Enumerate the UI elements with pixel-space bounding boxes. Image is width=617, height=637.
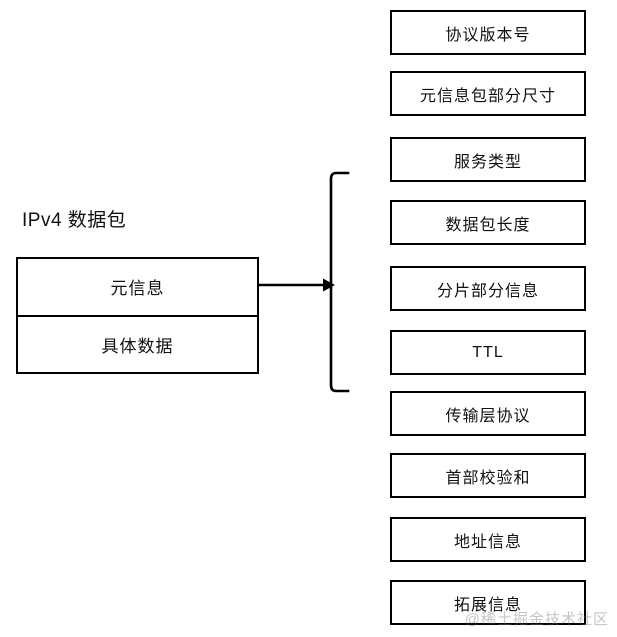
field-label: TTL bbox=[472, 343, 504, 361]
page-title: IPv4 数据包 bbox=[22, 210, 127, 231]
field-box-protocol-version[interactable]: 协议版本号 bbox=[390, 10, 586, 55]
field-label: 地址信息 bbox=[453, 533, 522, 551]
packet-cell-meta: 元信息 bbox=[18, 259, 257, 317]
field-label: 传输层协议 bbox=[445, 407, 531, 425]
field-label: 服务类型 bbox=[453, 153, 522, 171]
field-box-ttl[interactable]: TTL bbox=[390, 330, 586, 375]
field-box-fragment-info[interactable]: 分片部分信息 bbox=[390, 266, 586, 311]
field-box-packet-length[interactable]: 数据包长度 bbox=[390, 200, 586, 245]
ipv4-packet-box: 元信息 具体数据 bbox=[16, 257, 259, 374]
field-label: 首部校验和 bbox=[445, 469, 531, 487]
field-box-header-length[interactable]: 元信息包部分尺寸 bbox=[390, 71, 586, 116]
field-box-service-type[interactable]: 服务类型 bbox=[390, 137, 586, 182]
field-label: 数据包长度 bbox=[445, 216, 531, 234]
field-box-options[interactable]: 拓展信息 bbox=[390, 580, 586, 625]
field-label: 元信息包部分尺寸 bbox=[419, 87, 556, 105]
field-label: 分片部分信息 bbox=[436, 282, 539, 300]
group-bracket-icon bbox=[326, 170, 352, 394]
field-box-transport-protocol[interactable]: 传输层协议 bbox=[390, 391, 586, 436]
field-box-header-checksum[interactable]: 首部校验和 bbox=[390, 453, 586, 498]
packet-cell-payload: 具体数据 bbox=[18, 316, 257, 372]
field-label: 协议版本号 bbox=[445, 26, 531, 44]
field-label: 拓展信息 bbox=[453, 596, 522, 614]
field-box-address-info[interactable]: 地址信息 bbox=[390, 517, 586, 562]
arrow-right-icon bbox=[257, 272, 337, 298]
field-list: 协议版本号 元信息包部分尺寸 服务类型 数据包长度 分片部分信息 TTL 传输层… bbox=[390, 10, 586, 630]
